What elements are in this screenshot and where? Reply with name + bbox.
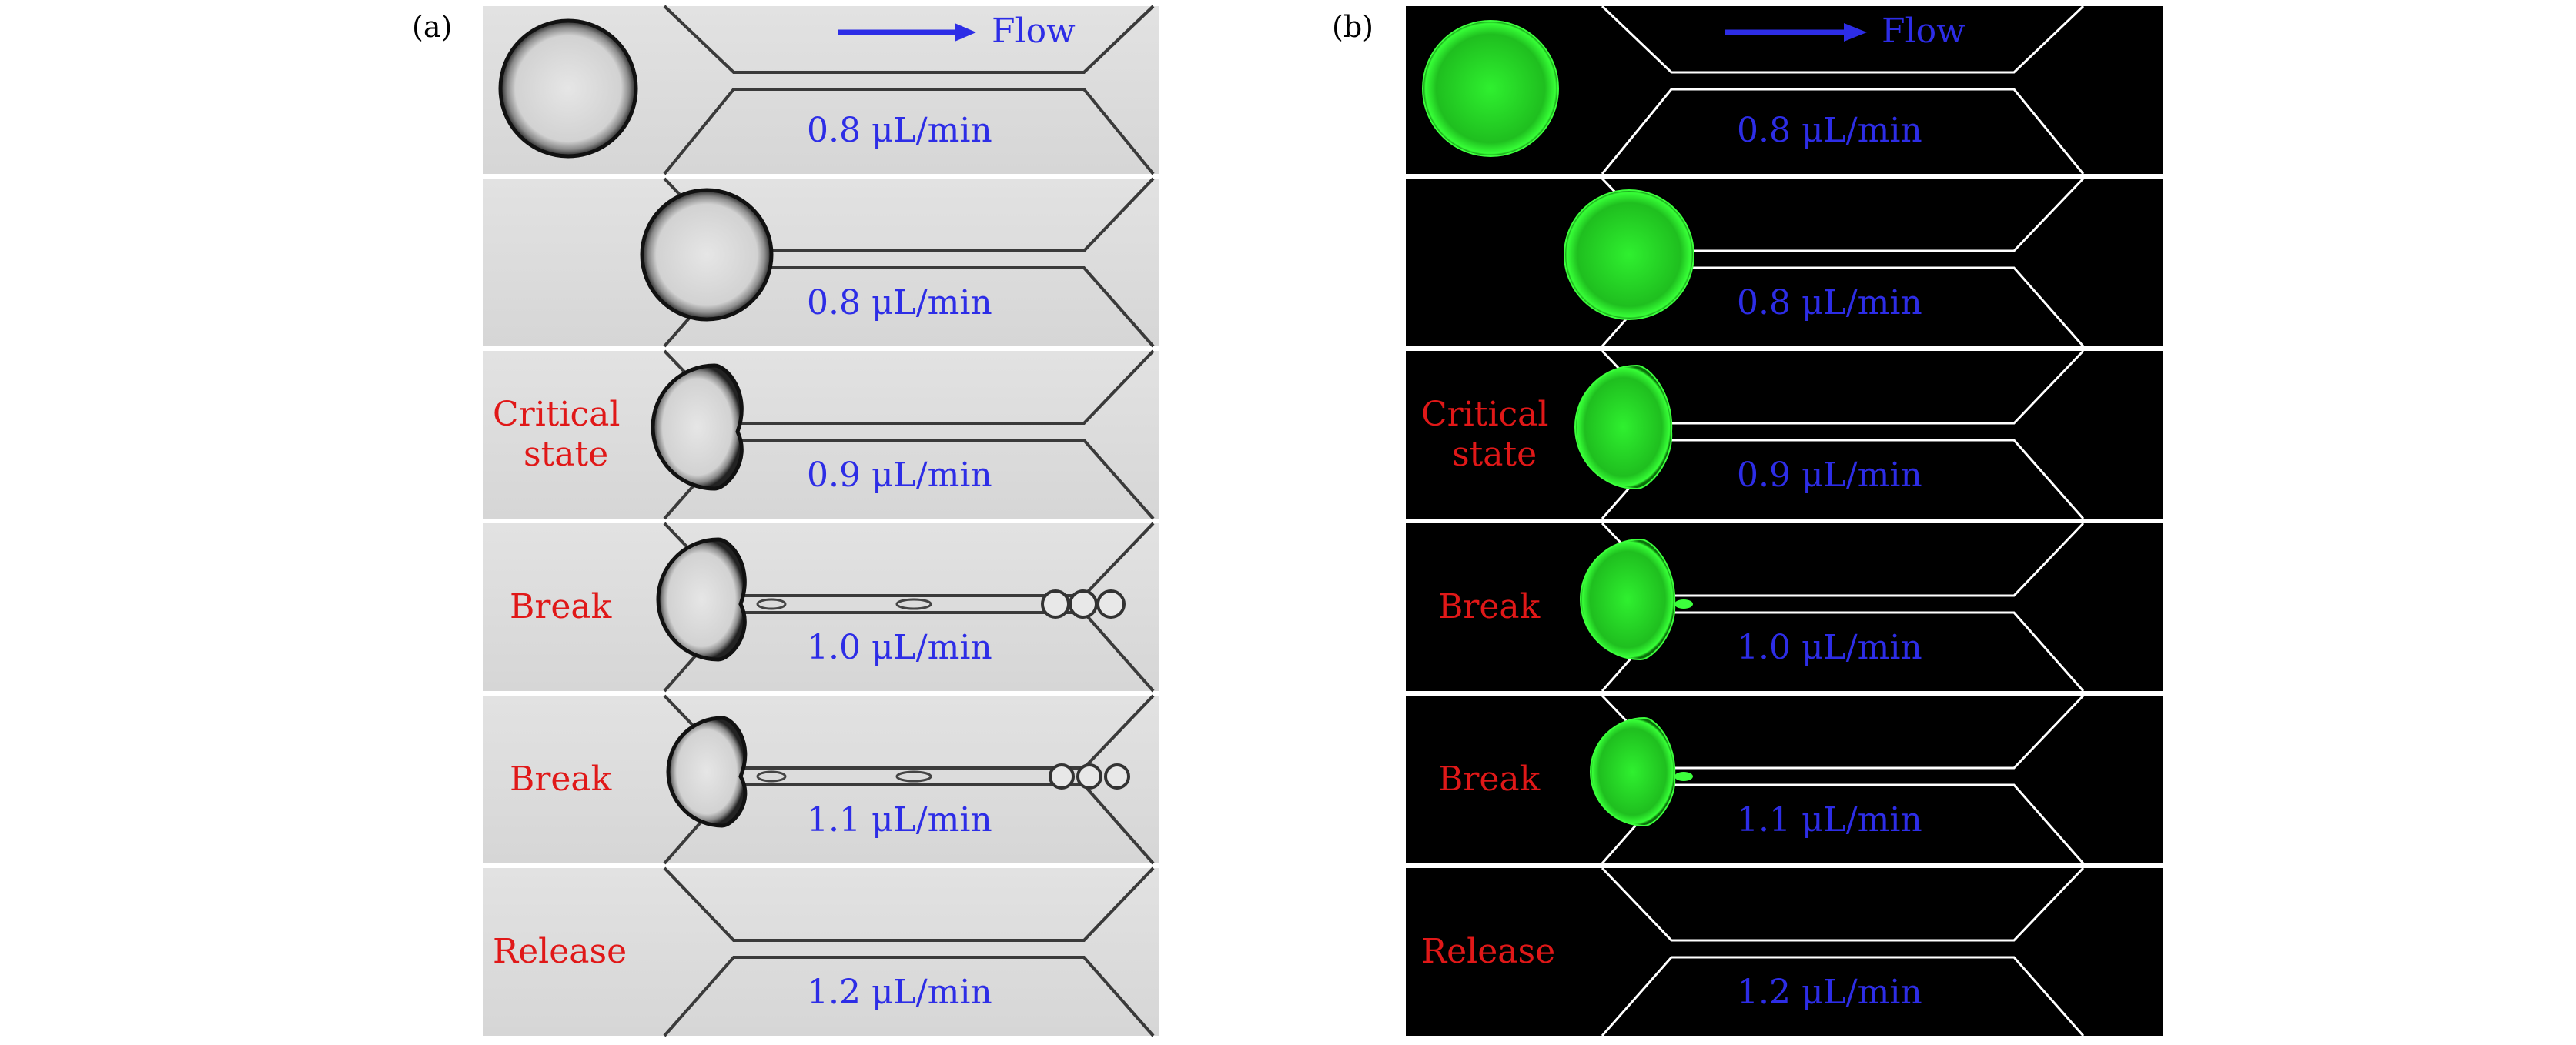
state-label: Critical	[1421, 395, 1548, 434]
state-label: Break	[1438, 587, 1541, 626]
row-background	[483, 696, 1159, 863]
flow-rate-label: 0.8 μL/min	[807, 111, 992, 150]
outlet-droplet	[1049, 763, 1075, 790]
droplet	[1564, 189, 1694, 320]
state-label: Critical	[493, 395, 620, 434]
row-background	[1406, 868, 2163, 1036]
row-background	[483, 868, 1159, 1036]
channel-wall-lower	[663, 956, 1155, 1037]
outlet-droplet	[1069, 589, 1098, 619]
row-background	[483, 179, 1159, 346]
row-background	[1406, 523, 2163, 691]
flow-rate-label: 1.0 μL/min	[807, 628, 992, 667]
flow-rate-label: 0.9 μL/min	[1737, 456, 1922, 495]
flow-rate-label: 1.0 μL/min	[1737, 628, 1922, 667]
daughter-droplet	[895, 770, 932, 783]
micrograph-row: 1.2 μL/min Release	[1406, 866, 2163, 1037]
flow-indicator-a: Flow	[838, 12, 1076, 51]
channel-wall-upper	[1601, 866, 2085, 942]
droplet	[1590, 716, 1676, 827]
droplet	[1422, 20, 1559, 157]
channel-wall-lower	[663, 783, 1155, 865]
flow-rate-label: 0.8 μL/min	[807, 283, 992, 322]
channel-wall-lower	[1601, 88, 2085, 175]
micrograph-row: 0.8 μL/min	[483, 5, 1159, 175]
outlet-droplet	[1096, 589, 1126, 619]
daughter-droplet	[1674, 772, 1693, 781]
micrograph-row: 1.0 μL/min Break	[1406, 522, 2163, 692]
channel-wall-lower	[1601, 956, 2085, 1037]
droplet	[666, 716, 748, 828]
droplet	[498, 18, 638, 159]
micrograph-row: 0.8 μL/min	[1406, 177, 2163, 347]
flow-rate-label: 0.9 μL/min	[807, 456, 992, 495]
flow-rate-label: 1.1 μL/min	[1737, 800, 1922, 840]
panel-a: 0.8 μL/min 0.8 μL/min 0.9 μL/min Criticalst…	[483, 5, 1159, 1037]
droplet	[640, 188, 774, 322]
flow-rate-label: 1.2 μL/min	[807, 973, 992, 1012]
state-label: Release	[493, 932, 627, 971]
droplet	[656, 537, 747, 662]
panel-b-label: (b)	[1332, 10, 1373, 44]
flow-indicator-b: Flow	[1725, 12, 1965, 51]
droplet	[651, 363, 744, 491]
state-label: Release	[1421, 932, 1555, 971]
state-label: state	[1452, 435, 1537, 474]
state-label: Break	[1438, 760, 1541, 799]
droplet	[1580, 538, 1676, 661]
right-arrow-head	[955, 23, 976, 42]
flow-rate-label: 1.1 μL/min	[807, 800, 992, 840]
state-label: Break	[510, 587, 612, 626]
flow-rate-label: 0.8 μL/min	[1737, 283, 1922, 322]
row-background	[1406, 179, 2163, 346]
micrograph-row: 1.0 μL/min Break	[483, 522, 1159, 693]
daughter-droplet	[756, 770, 787, 783]
daughter-droplet	[756, 598, 787, 610]
outlet-droplet	[1041, 589, 1070, 619]
droplet	[1574, 364, 1673, 490]
row-background	[1406, 351, 2163, 519]
outlet-droplet	[1076, 763, 1102, 790]
panel-a-label: (a)	[412, 10, 452, 44]
flow-label-a: Flow	[992, 12, 1076, 51]
state-label: Break	[510, 760, 612, 799]
channel-wall-upper	[1601, 5, 2085, 74]
channel-wall-upper	[663, 866, 1155, 942]
micrograph-row: 1.1 μL/min Break	[1406, 694, 2163, 864]
flow-label-b: Flow	[1882, 12, 1965, 51]
channel-wall-lower	[663, 88, 1155, 175]
channel-wall-upper	[663, 5, 1155, 74]
row-background	[1406, 696, 2163, 863]
flow-rate-label: 0.8 μL/min	[1737, 111, 1922, 150]
outlet-droplet	[1104, 763, 1130, 790]
row-background	[483, 351, 1159, 519]
flow-rate-label: 1.2 μL/min	[1737, 973, 1922, 1012]
right-arrow-head	[1844, 23, 1867, 42]
daughter-droplet	[1674, 599, 1693, 609]
panel-b: 0.8 μL/min 0.8 μL/min 0.9 μL/min Criticalst…	[1406, 5, 2163, 1037]
state-label: state	[524, 435, 608, 474]
daughter-droplet	[895, 598, 932, 610]
micrograph-row: 0.8 μL/min	[483, 177, 1159, 348]
micrograph-row: 1.2 μL/min Release	[483, 866, 1159, 1037]
micrograph-row: 1.1 μL/min Break	[483, 694, 1159, 865]
